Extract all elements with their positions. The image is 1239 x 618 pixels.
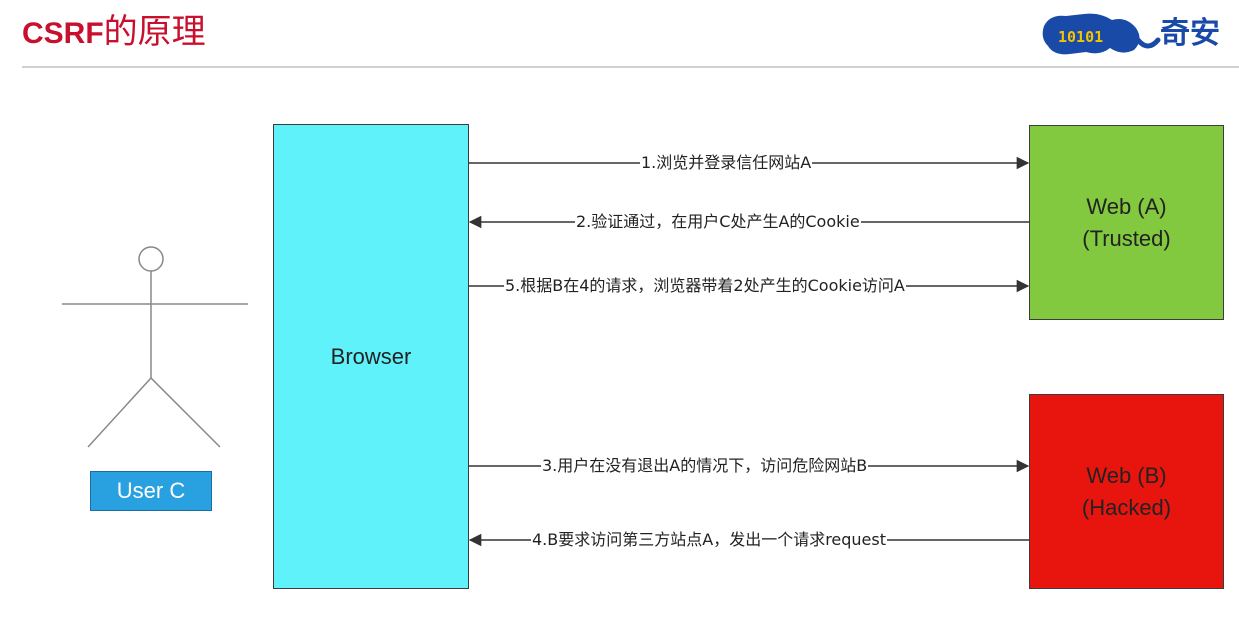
message-1: 1.浏览并登录信任网站A bbox=[640, 153, 813, 173]
browser-box: Browser bbox=[273, 124, 469, 589]
logo-text: 奇安 bbox=[1160, 16, 1220, 51]
message-3: 3.用户在没有退出A的情况下，访问危险网站B bbox=[541, 456, 869, 476]
qianxin-logo-icon: 10101 bbox=[1042, 13, 1161, 55]
title-en: CSRF bbox=[22, 17, 104, 50]
web-b-sublabel: (Hacked) bbox=[1081, 494, 1172, 520]
user-stick-figure-icon bbox=[62, 246, 248, 448]
web-a-sublabel: (Trusted) bbox=[1082, 225, 1171, 251]
web-a-label: Web (A) bbox=[1086, 193, 1167, 219]
web-a-box: Web (A) (Trusted) bbox=[1029, 125, 1224, 320]
logo-mark: 10101 bbox=[1058, 28, 1103, 46]
page-title: CSRF的原理 bbox=[22, 10, 206, 56]
title-divider bbox=[22, 66, 1239, 68]
web-b-label: Web (B) bbox=[1086, 462, 1167, 488]
message-5: 5.根据B在4的请求，浏览器带着2处产生的Cookie访问A bbox=[504, 276, 906, 296]
title-zh: 的原理 bbox=[103, 12, 206, 52]
browser-label: Browser bbox=[330, 343, 412, 369]
user-c-label: User C bbox=[90, 471, 212, 511]
web-b-box: Web (B) (Hacked) bbox=[1029, 394, 1224, 589]
message-4: 4.B要求访问第三方站点A，发出一个请求request bbox=[531, 530, 888, 550]
message-2: 2.验证通过，在用户C处产生A的Cookie bbox=[575, 212, 861, 232]
